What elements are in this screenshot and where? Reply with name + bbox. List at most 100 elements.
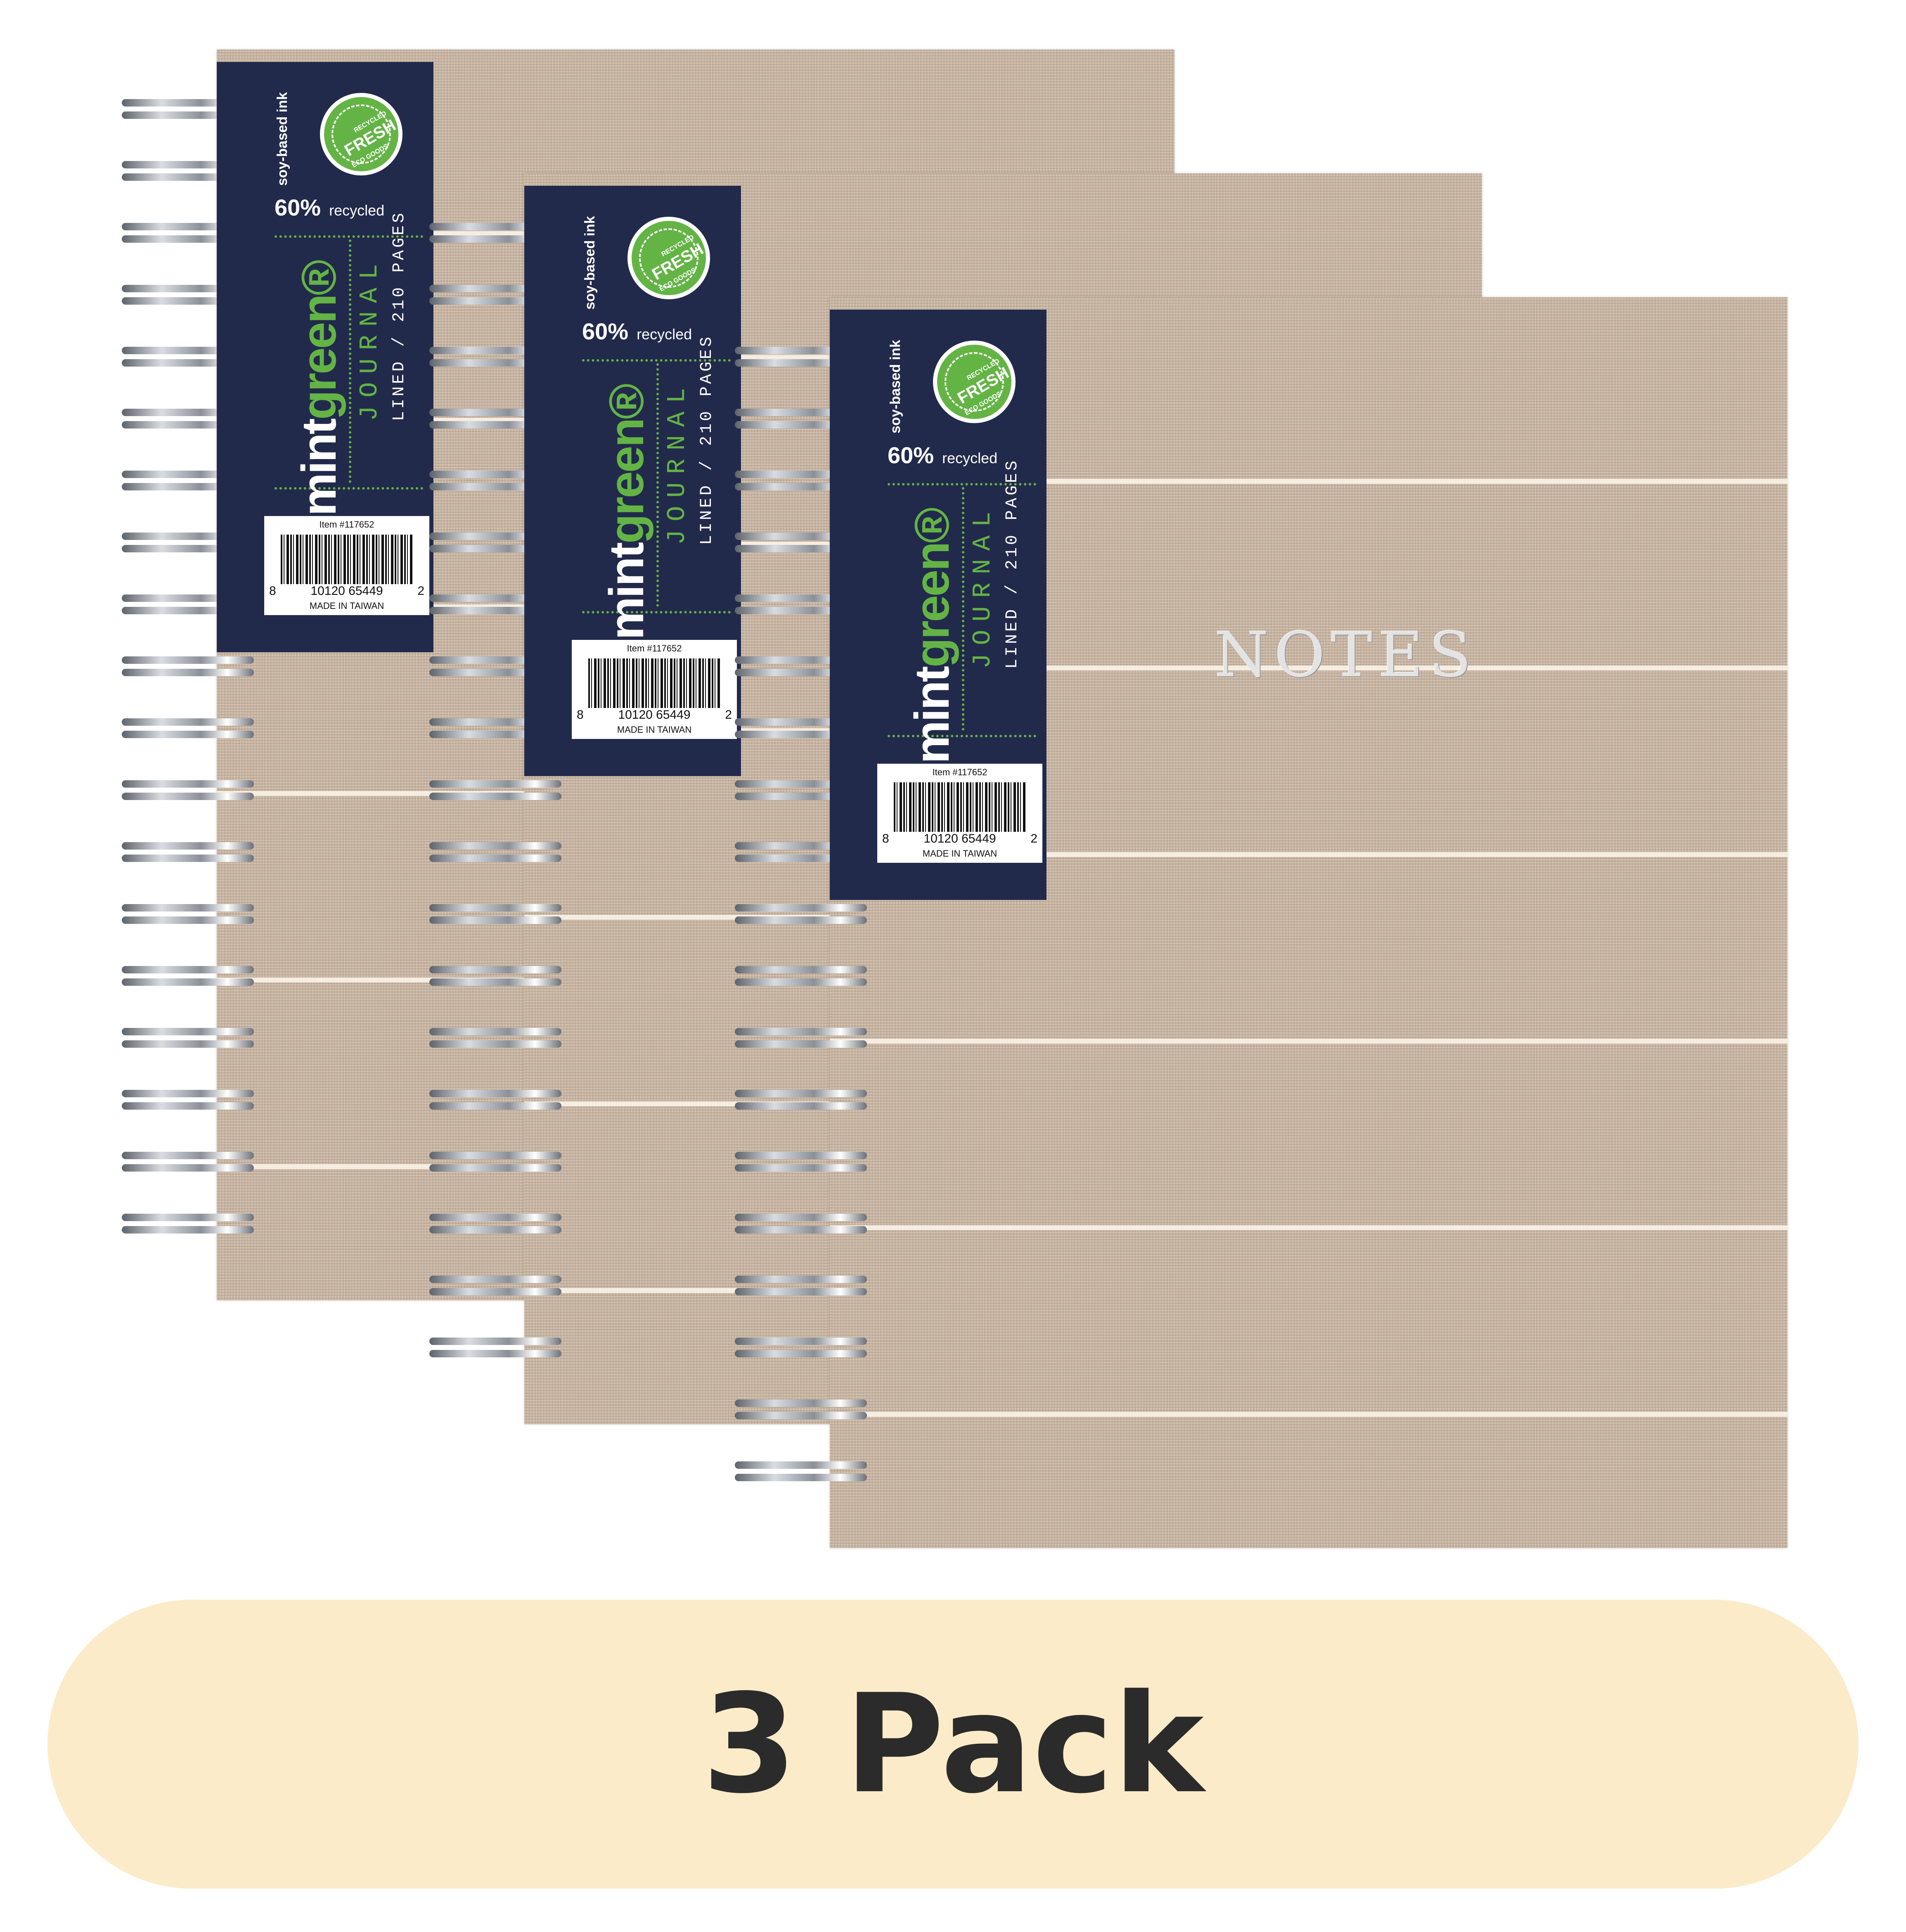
spiral-wire [429, 842, 561, 850]
spiral-coil [735, 1028, 867, 1049]
barcode-check-digit: 2 [725, 708, 732, 722]
spiral-wire [735, 1164, 867, 1172]
barcode-check-digit: 2 [417, 584, 424, 598]
brand-green: green [905, 543, 959, 668]
pack-count-banner: 3 Pack [47, 1600, 1859, 1889]
brand-mint: mint [599, 543, 654, 640]
spiral-wire [735, 1214, 867, 1221]
recycled-info: 60% recycled [275, 194, 384, 221]
recycled-info: 60%recycled [888, 442, 997, 469]
spiral-wire [122, 1040, 254, 1048]
brand-registered: ® [599, 385, 654, 419]
spiral-coil [735, 1338, 867, 1359]
barcode-sticker: Item #117652 8 10120 65449 2 MADE IN TAI… [877, 764, 1042, 863]
recycled-word: recycled [329, 202, 385, 219]
barcode-middle-digits: 10120 65449 [923, 832, 996, 845]
spiral-wire [122, 669, 254, 676]
barcode-first-digit: 8 [269, 584, 276, 598]
spiral-coil [429, 1090, 561, 1111]
item-number: Item #117652 [319, 519, 374, 530]
barcode-sticker: Item #117652 8 10120 65449 2 MADE IN TAI… [572, 640, 737, 739]
soy-ink-text: soy-based ink [888, 340, 903, 433]
spiral-wire [122, 966, 254, 973]
seal-ring: RECYCLED FRESH ECO GOODS [331, 104, 399, 169]
spiral-coil [429, 966, 561, 987]
spiral-wire [429, 1338, 561, 1345]
dotted-divider [888, 735, 1036, 737]
brand-registered: ® [292, 261, 346, 296]
spiral-coil [429, 1214, 561, 1235]
recycled-seal-icon: RECYCLED FRESH ECO GOODS [933, 341, 1016, 423]
spiral-wire [429, 1164, 561, 1172]
spiral-coil [122, 1028, 254, 1049]
dotted-divider [275, 235, 423, 238]
spiral-wire [429, 966, 561, 973]
dotted-divider [888, 483, 1036, 485]
recycled-word: recycled [942, 450, 998, 466]
spiral-coil [122, 780, 254, 802]
spiral-wire [735, 1399, 867, 1407]
spiral-coil [735, 1214, 867, 1235]
brand-logo: mintgreen® [291, 261, 347, 516]
dotted-divider [275, 487, 423, 490]
pages-text: LINED / 210 PAGES [698, 334, 716, 545]
spiral-wire [735, 1412, 867, 1419]
spiral-coil [735, 1461, 867, 1483]
spiral-wire [735, 904, 867, 912]
journal-text: JOURNAL [968, 503, 997, 669]
spiral-wire [122, 731, 254, 738]
barcode-middle-digits: 10120 65449 [310, 584, 383, 598]
journal-text: JOURNAL [663, 379, 692, 545]
brand-mint: mint [292, 419, 346, 516]
spiral-coil [429, 780, 561, 802]
spiral-coil [122, 842, 254, 864]
spiral-coil [429, 904, 561, 926]
recycled-seal-icon: RECYCLED FRESH ECO GOODS [320, 93, 403, 175]
spiral-wire [429, 793, 561, 800]
spiral-wire [429, 1226, 561, 1234]
spiral-wire [122, 1152, 254, 1159]
spiral-wire [735, 978, 867, 986]
spiral-wire [735, 1350, 867, 1357]
barcode-icon [281, 535, 413, 584]
brand-green: green [599, 419, 654, 544]
spiral-wire [429, 1090, 561, 1097]
recycled-percent: 60% [275, 194, 321, 220]
barcode-first-digit: 8 [882, 832, 889, 845]
barcode-icon [588, 658, 720, 708]
dotted-divider [582, 611, 731, 613]
spiral-coil [429, 842, 561, 864]
brand-registered: ® [905, 509, 959, 543]
spiral-wire [735, 1102, 867, 1110]
spiral-wire [735, 1226, 867, 1234]
spiral-coil [122, 656, 254, 678]
spiral-wire [122, 1226, 254, 1234]
spiral-coil [735, 904, 867, 926]
spiral-coil [122, 1214, 254, 1235]
spiral-wire [122, 718, 254, 726]
spiral-coil [735, 1276, 867, 1297]
pages-text: LINED / 210 PAGES [390, 210, 409, 421]
recycled-word: recycled [637, 326, 692, 343]
barcode-sticker: Item #117652 8 10120 65449 2 MADE IN TAI… [264, 516, 429, 615]
spiral-wire [429, 1028, 561, 1035]
product-scene: soy-based ink RECYCLED FRESH ECO GOODS 6… [122, 50, 1788, 1548]
spiral-wire [735, 966, 867, 973]
spiral-coil [429, 1276, 561, 1297]
brand-mint: mint [905, 667, 959, 764]
spiral-wire [429, 1040, 561, 1048]
item-number: Item #117652 [932, 767, 987, 777]
spiral-wire [122, 916, 254, 924]
dotted-divider-vertical [349, 239, 351, 483]
spiral-wire [429, 1214, 561, 1221]
pack-count-text: 3 Pack [702, 1665, 1204, 1823]
journal-text: JOURNAL [355, 256, 384, 421]
barcode-icon [894, 782, 1026, 832]
spiral-wire [429, 855, 561, 862]
spiral-coil [735, 1399, 867, 1421]
spiral-wire [122, 978, 254, 986]
spiral-wire [122, 1214, 254, 1221]
spiral-wire [429, 1102, 561, 1110]
recycled-percent: 60% [582, 318, 629, 344]
pages-text: LINED / 210 PAGES [1003, 458, 1022, 669]
